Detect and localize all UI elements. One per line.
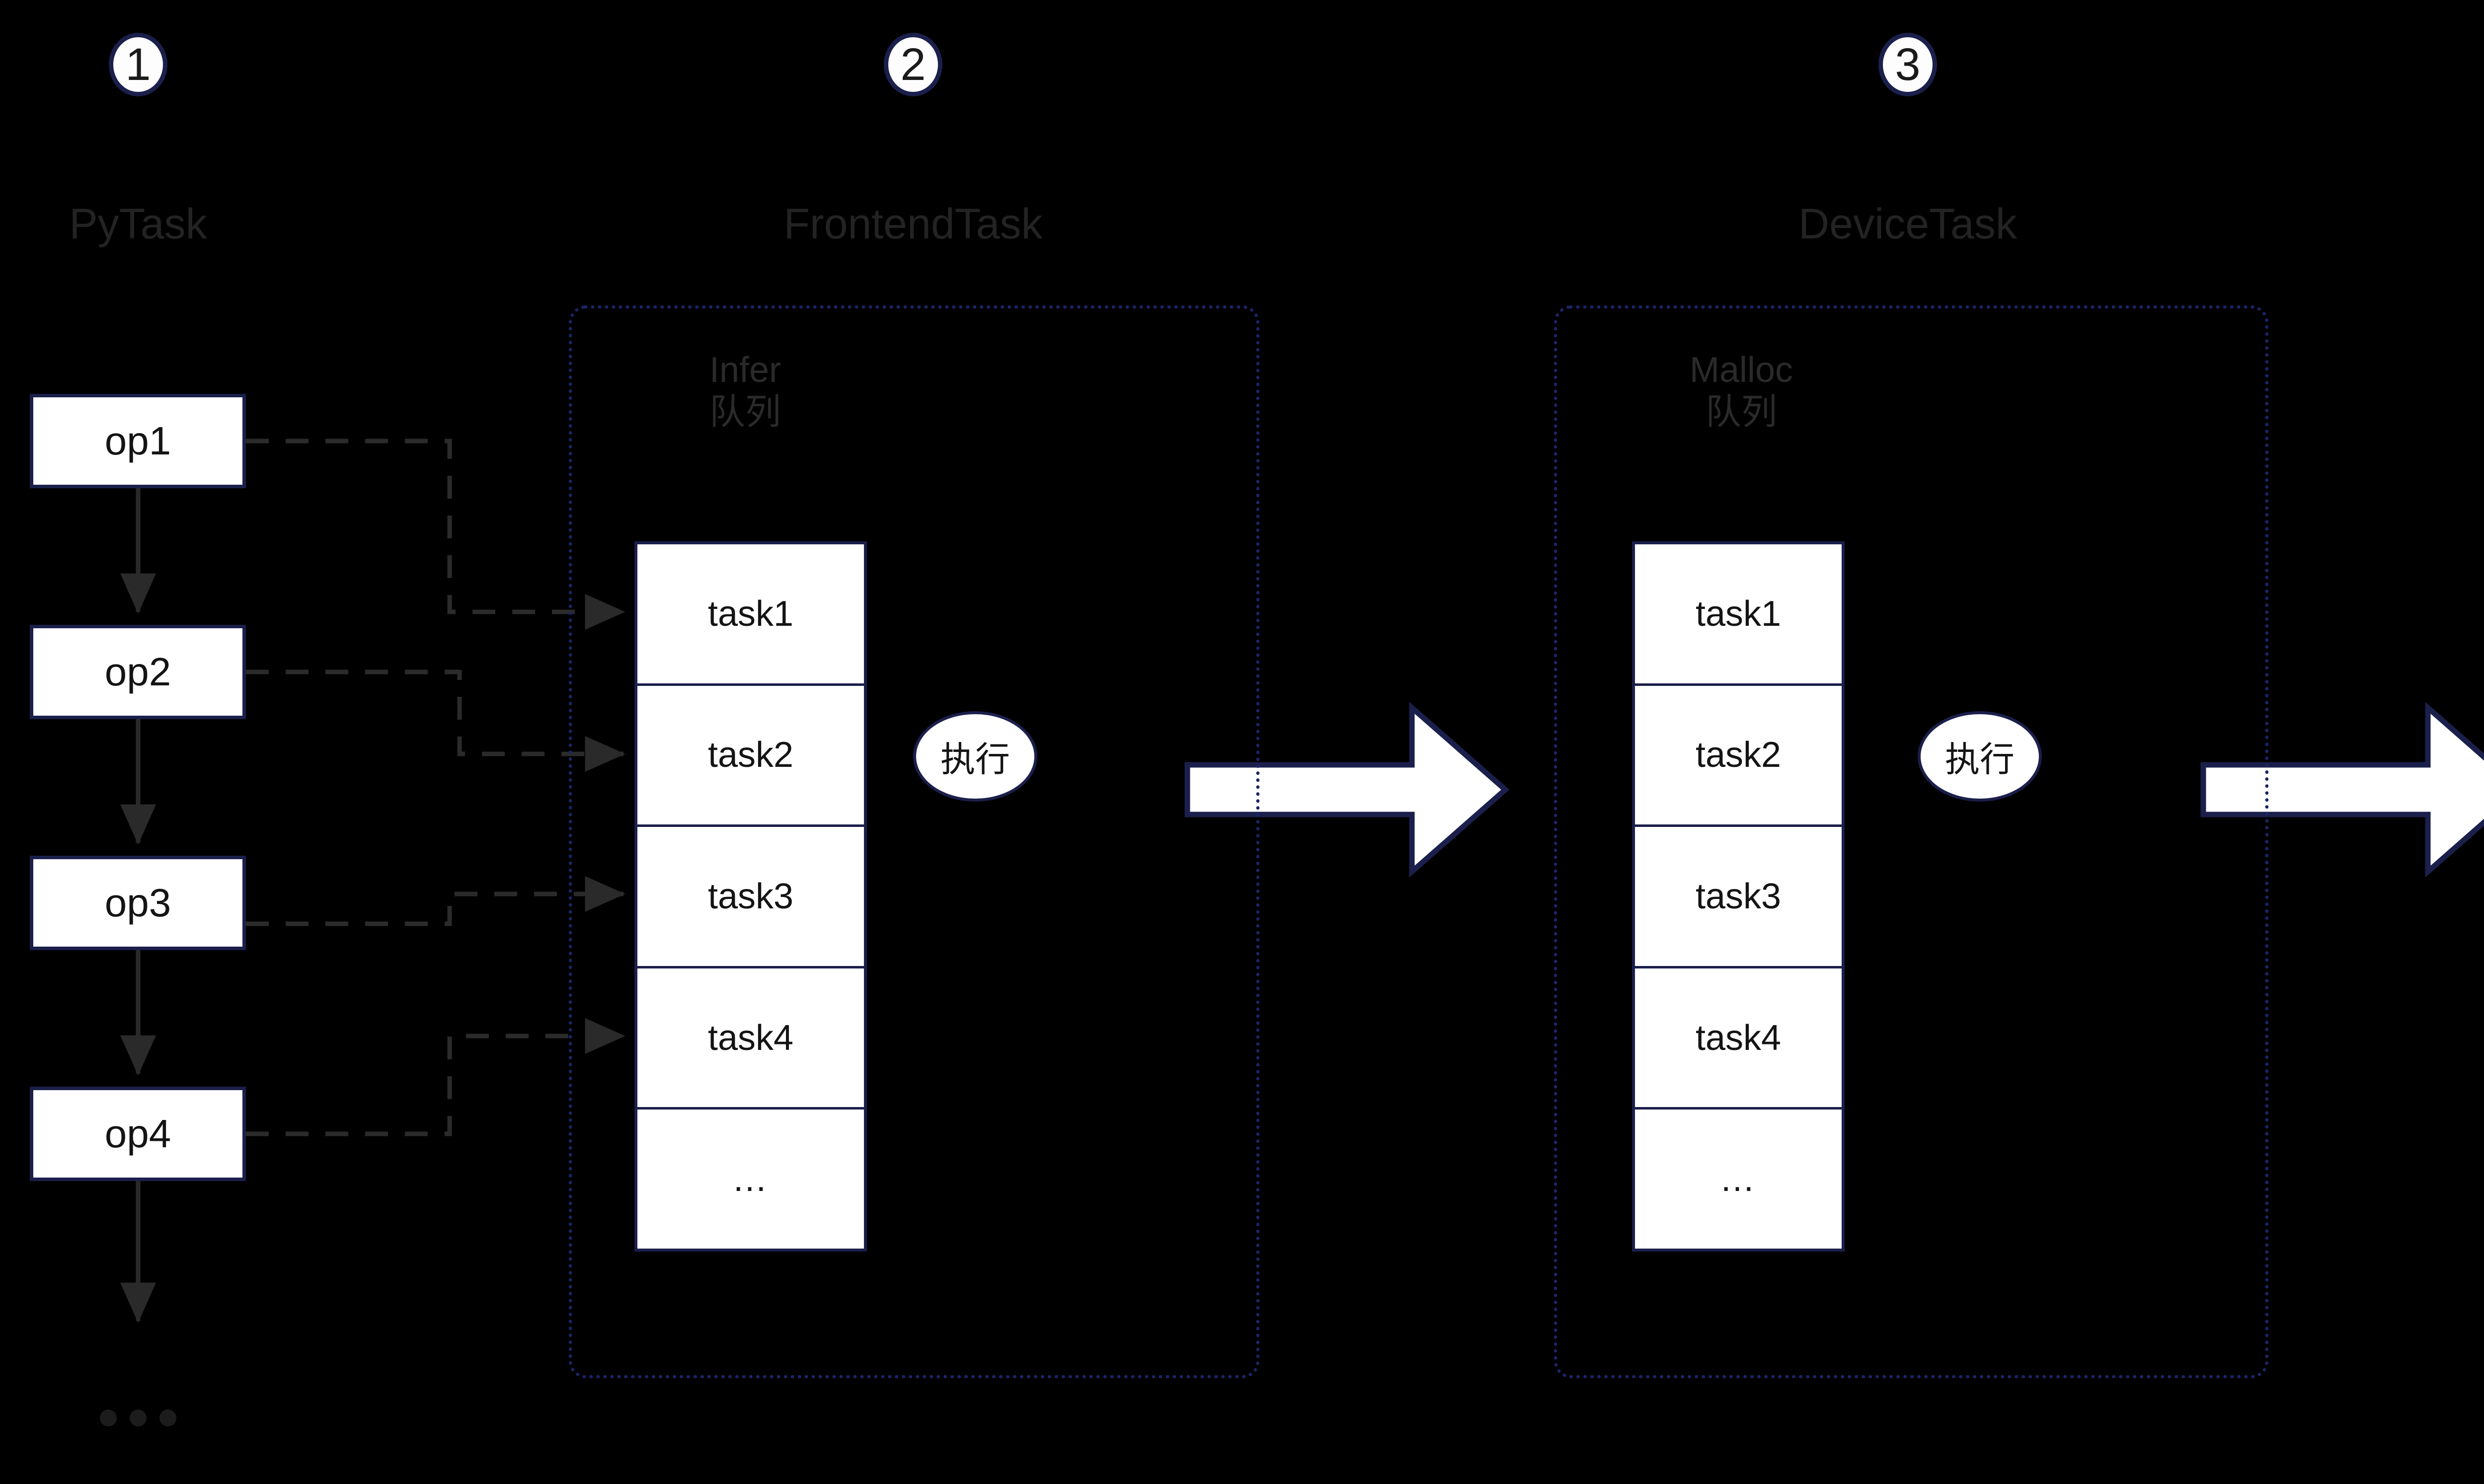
- queue-title-infer-en: Infer: [709, 350, 781, 390]
- op-to-task-connectors: [246, 439, 625, 1136]
- panel-devicetask: [1554, 305, 2268, 1378]
- column-caption-pytask: PyTask: [69, 200, 207, 248]
- stage-badge-3-number: 3: [1895, 39, 1921, 90]
- task-queue-infer-cell[interactable]: task4: [637, 968, 864, 1110]
- op-box-op4-label: op4: [104, 1112, 171, 1156]
- ellipsis-dot: [159, 1410, 176, 1426]
- stage-badge-1-number: 1: [125, 39, 151, 90]
- panel-frontendtask: [569, 305, 1259, 1378]
- task-queue-malloc-cell[interactable]: task4: [1635, 968, 1842, 1110]
- queue-title-malloc-cn: 队列: [1705, 392, 1777, 432]
- stage-badge-2: 2: [884, 33, 942, 96]
- exec-ellipse-device[interactable]: 执行: [1918, 711, 2042, 802]
- ellipsis-dot: [100, 1410, 117, 1426]
- task-queue-malloc: task1 task2 task3 task4 …: [1632, 541, 1845, 1252]
- queue-title-infer-cn: 队列: [709, 392, 781, 432]
- task-queue-malloc-cell[interactable]: task2: [1635, 686, 1842, 827]
- task-queue-malloc-cell[interactable]: task1: [1635, 544, 1842, 686]
- task-queue-infer: task1 task2 task3 task4 …: [634, 541, 867, 1252]
- op-box-op2[interactable]: op2: [30, 625, 246, 719]
- exec-ellipse-frontend-label: 执行: [940, 740, 1010, 779]
- task-queue-infer-cell[interactable]: task3: [637, 827, 864, 968]
- op-box-op3[interactable]: op3: [30, 856, 246, 950]
- task-queue-malloc-cell[interactable]: task3: [1635, 827, 1842, 968]
- task-queue-infer-cell[interactable]: task1: [637, 544, 864, 686]
- op-box-op4[interactable]: op4: [30, 1087, 246, 1181]
- op-box-op3-label: op3: [104, 881, 171, 925]
- exec-ellipse-frontend[interactable]: 执行: [913, 711, 1037, 802]
- queue-title-malloc: Malloc 队列: [1690, 349, 1793, 434]
- ellipsis-dot: [130, 1410, 147, 1426]
- stage-badge-2-number: 2: [900, 39, 926, 90]
- column-caption-devicetask: DeviceTask: [1798, 200, 2017, 248]
- task-queue-infer-cell[interactable]: task2: [637, 686, 864, 827]
- column-caption-frontendtask: FrontendTask: [783, 200, 1043, 248]
- exec-ellipse-device-label: 执行: [1945, 740, 2015, 779]
- op-box-op2-label: op2: [104, 650, 171, 694]
- task-queue-infer-cell-more[interactable]: …: [732, 1159, 770, 1199]
- queue-title-infer: Infer 队列: [709, 349, 781, 434]
- stage-badge-3: 3: [1878, 33, 1937, 96]
- op-box-op1-label: op1: [104, 419, 171, 463]
- stage-badge-1: 1: [109, 33, 167, 96]
- task-queue-malloc-cell-more[interactable]: …: [1719, 1159, 1757, 1199]
- queue-title-malloc-en: Malloc: [1689, 350, 1793, 390]
- op-box-op1[interactable]: op1: [30, 394, 246, 488]
- op-list-ellipsis: [100, 1410, 176, 1426]
